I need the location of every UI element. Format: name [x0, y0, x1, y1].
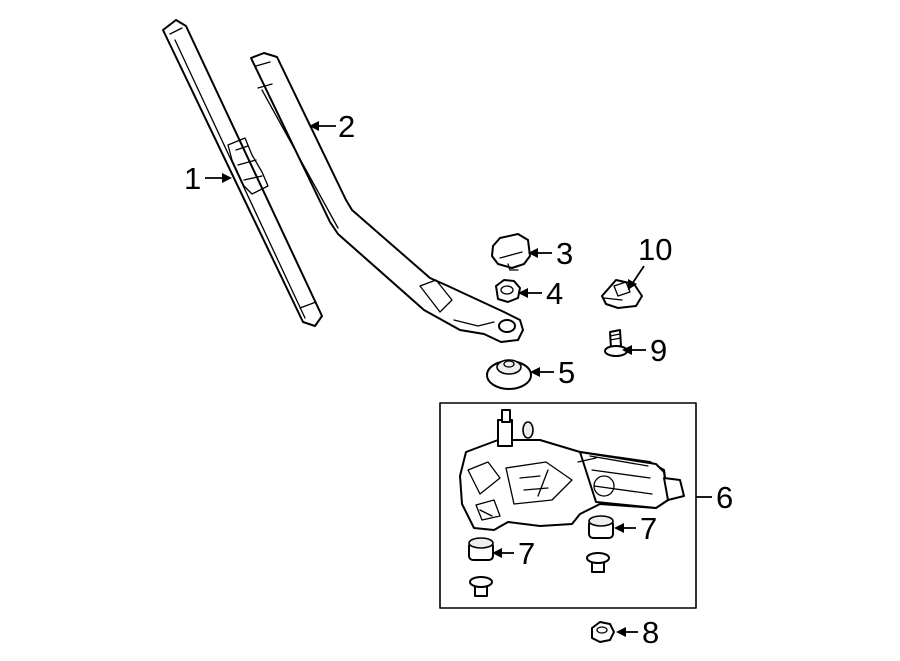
bolt — [604, 329, 628, 357]
callout-2: 2 — [338, 109, 355, 144]
callout-1: 1 — [184, 161, 201, 196]
callout-4: 4 — [546, 276, 563, 311]
arm-cap — [491, 233, 531, 271]
leader-lines — [205, 121, 712, 637]
motor-grommet-right — [588, 515, 614, 539]
motor-bushing-left — [469, 576, 493, 597]
motor-bushing-right — [586, 552, 610, 573]
callout-7-left: 7 — [518, 536, 535, 571]
callout-5: 5 — [558, 355, 575, 390]
wiper-arm — [250, 52, 524, 343]
callout-6: 6 — [716, 480, 733, 515]
callout-7-right: 7 — [640, 511, 657, 546]
mounting-nut — [591, 621, 615, 643]
motor-grommet-left — [468, 537, 494, 561]
wiper-blade — [162, 19, 323, 327]
callout-3: 3 — [556, 236, 573, 271]
callout-8: 8 — [642, 615, 659, 650]
grommet — [486, 359, 532, 390]
callout-10: 10 — [638, 232, 672, 267]
wiper-motor — [459, 409, 685, 531]
motor-assembly-box — [439, 402, 697, 609]
callout-9: 9 — [650, 333, 667, 368]
arm-nut — [495, 279, 521, 303]
